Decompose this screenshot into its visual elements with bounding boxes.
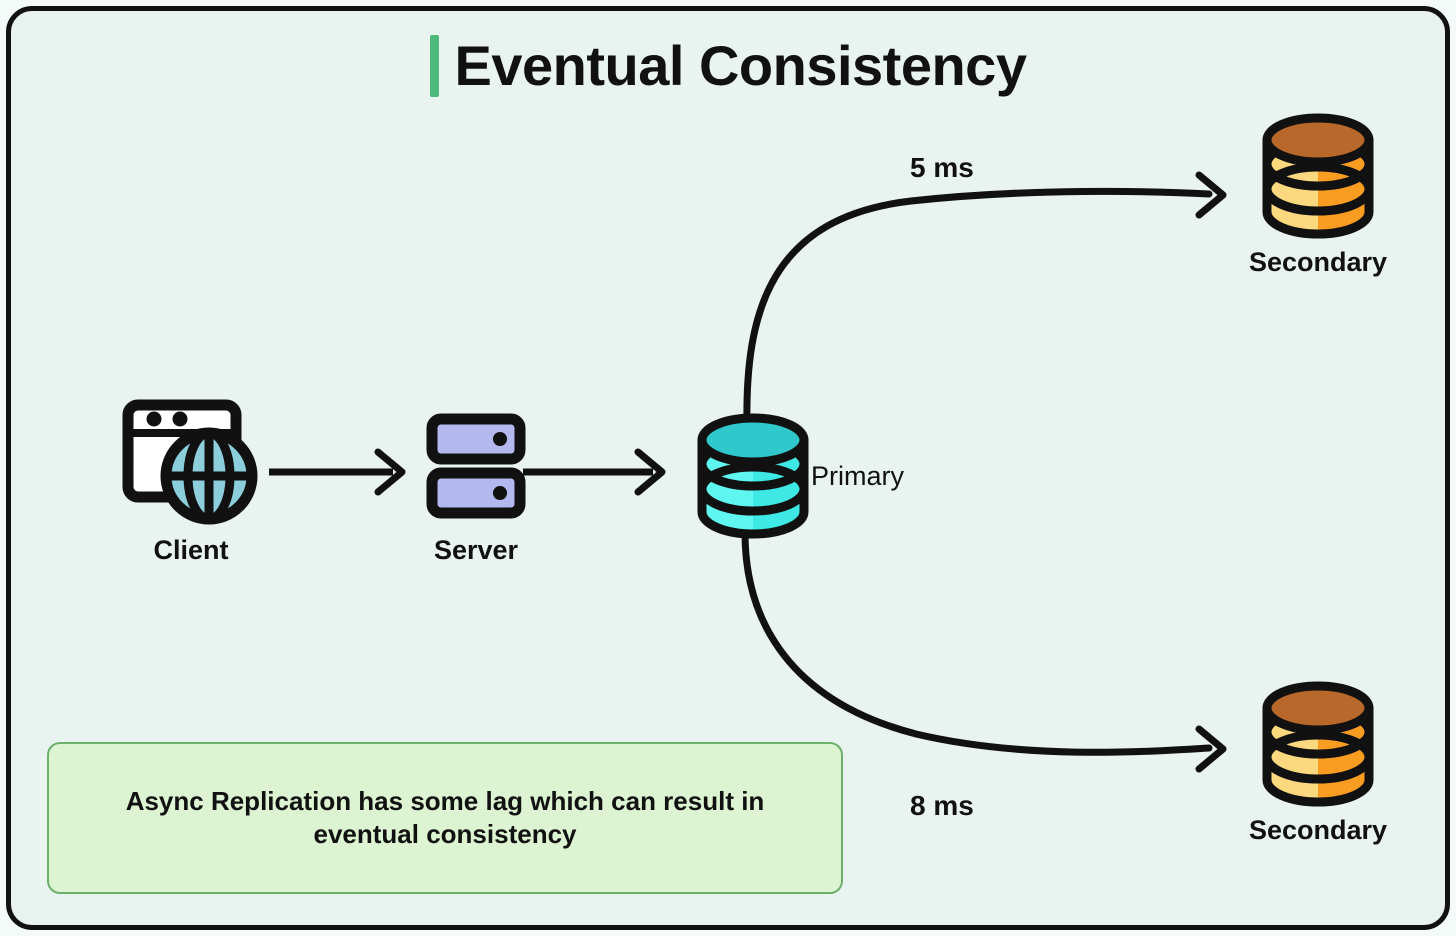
browser-globe-icon (122, 399, 258, 525)
latency-label-bottom: 8 ms (910, 790, 974, 821)
latency-label-top: 5 ms (910, 152, 974, 183)
node-client-label: Client (153, 535, 229, 565)
diagram-canvas: Eventual Consistency 5 ms 8 ms (6, 6, 1450, 930)
node-secondary-2-label: Secondary (1248, 815, 1388, 845)
title-accent-bar (429, 35, 439, 97)
arrow-client-to-server (269, 448, 406, 496)
note-text: Async Replication has some lag which can… (125, 785, 765, 849)
node-client[interactable]: Client (103, 397, 279, 566)
node-server[interactable]: Server (401, 409, 551, 566)
note-box: Async Replication has some lag which can… (47, 742, 843, 894)
database-icon (697, 413, 809, 539)
node-secondary-1[interactable]: Secondary (1233, 113, 1403, 278)
server-rack-icon (426, 413, 526, 519)
arrow-primary-to-secondary-2 (741, 525, 1227, 773)
page-title-row: Eventual Consistency (11, 35, 1445, 97)
node-primary-label: Primary (811, 461, 904, 491)
arrow-primary-to-secondary-1 (743, 171, 1227, 429)
database-icon (1262, 681, 1374, 807)
node-primary[interactable] (683, 413, 823, 539)
node-server-label: Server (433, 535, 519, 565)
node-secondary-2[interactable]: Secondary (1233, 681, 1403, 846)
page-title: Eventual Consistency (454, 34, 1027, 97)
database-icon (1262, 113, 1374, 239)
node-secondary-1-label: Secondary (1248, 247, 1388, 277)
